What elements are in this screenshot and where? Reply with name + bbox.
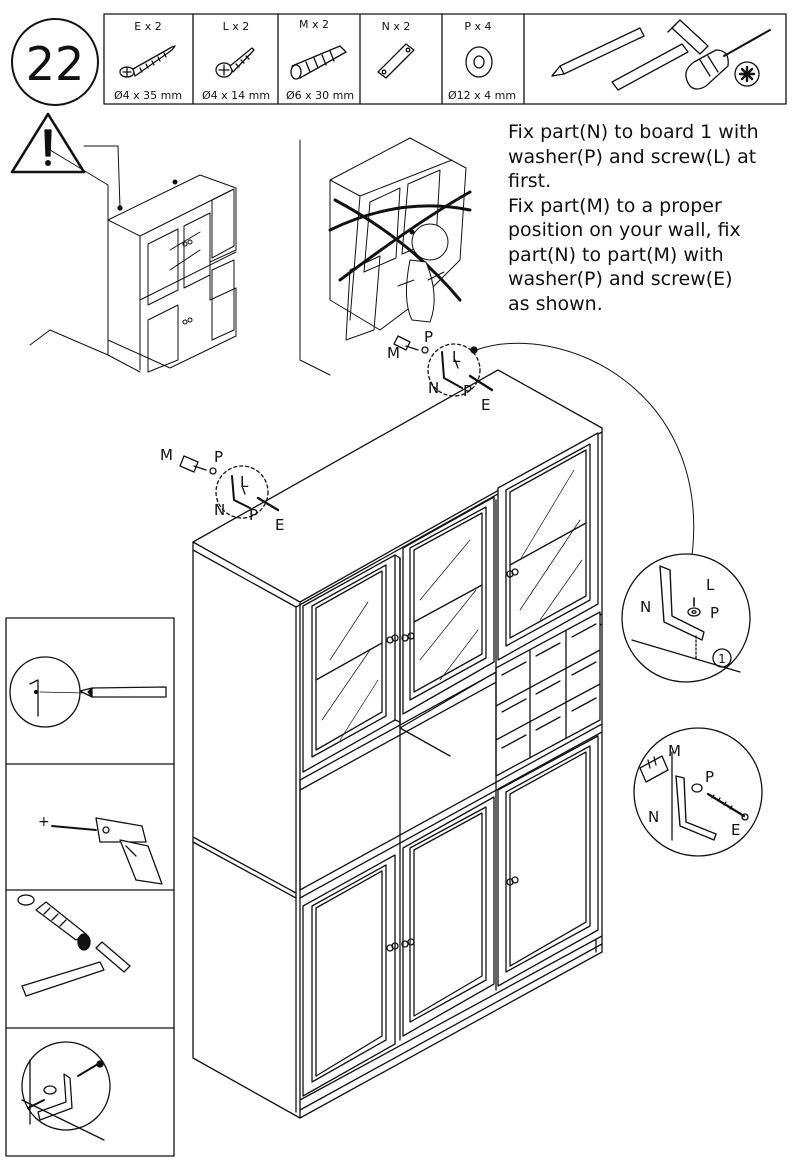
metal-strap-icon [377, 43, 415, 79]
parts-table: E x 2 Ø4 x 35 mm L x 2 Ø4 x 14 mm M x 2 [103, 13, 787, 105]
part-l-cell: L x 2 Ø4 x 14 mm [202, 20, 270, 102]
long-screw-icon [119, 45, 176, 78]
part-p-cell: P x 4 Ø12 x 4 mm [448, 20, 516, 102]
top-fixing-callout: M P L N P E [387, 328, 695, 571]
detail1-label-n: N [640, 598, 651, 616]
mini-cabinet-scene [29, 149, 237, 373]
fix-strap-step [21, 1041, 111, 1141]
left-label-m: M [160, 446, 173, 464]
detail-circle-strap-to-board: 1 N L P [621, 553, 751, 683]
top-label-l: L [452, 348, 461, 366]
part-l-size: Ø4 x 14 mm [202, 89, 270, 102]
detail1-board-number: 1 [718, 652, 726, 666]
drill-hole-step: + [38, 814, 163, 885]
instruction-line: washer(P) and screw(E) [508, 268, 733, 290]
insert-wall-plug-step [17, 894, 131, 997]
detail2-label-m: M [668, 742, 681, 760]
part-p-size: Ø12 x 4 mm [448, 89, 516, 102]
instruction-line: position on your wall, fix [508, 219, 741, 241]
short-screw-icon [215, 47, 255, 78]
left-fixing-callout: M P L N P E [160, 446, 284, 534]
warning-triangle-icon [10, 112, 123, 211]
left-label-e: E [275, 516, 284, 534]
part-m-code: M x 2 [299, 18, 329, 31]
main-cabinet [192, 369, 603, 1119]
upper-middle-glass-door [401, 496, 495, 715]
detail-circle-strap-to-wall: M P N E [633, 727, 763, 857]
mini-falling-cabinet-scene [299, 137, 472, 376]
hammer-icon [611, 19, 709, 91]
instruction-line: part(N) to part(M) with [508, 243, 724, 266]
svg-text:+: + [38, 814, 50, 830]
mark-wall-step [9, 656, 167, 728]
top-label-m: M [387, 344, 400, 362]
left-label-n: N [214, 501, 225, 519]
left-label-p: P [214, 448, 223, 466]
instruction-text: Fix part(N) to board 1 with washer(P) an… [508, 120, 798, 316]
instruction-line: first. [508, 170, 552, 192]
top-label-n: N [428, 379, 439, 397]
upper-right-glass-door [497, 432, 599, 661]
detail2-label-n: N [648, 808, 659, 826]
instruction-line: washer(P) and screw(L) at [508, 145, 757, 168]
part-e-cell: E x 2 Ø4 x 35 mm [114, 20, 182, 102]
part-n-cell: N x 2 [377, 20, 415, 79]
upper-left-glass-door [302, 554, 401, 773]
lower-right-door [497, 735, 599, 987]
lower-middle-door [401, 796, 495, 1037]
part-e-size: Ø4 x 35 mm [114, 89, 182, 102]
side-steps-panel: + [5, 617, 175, 1157]
step-number: 22 [26, 37, 85, 91]
instruction-line: Fix part(M) to a proper [508, 194, 722, 217]
washer-icon [465, 46, 493, 78]
instruction-line: Fix part(N) to board 1 with [508, 121, 759, 143]
part-n-code: N x 2 [382, 20, 411, 33]
detail1-label-l: L [706, 576, 715, 594]
pencil-icon [551, 27, 645, 77]
part-p-code: P x 4 [464, 20, 491, 33]
wall-plug-icon [290, 45, 347, 80]
detail2-label-p: P [705, 768, 714, 786]
phillips-screwdriver-icon [685, 29, 771, 90]
tools-cell [551, 19, 771, 91]
top-label-p: P [424, 328, 433, 346]
left-label-p2: P [249, 506, 258, 524]
left-label-l: L [240, 473, 249, 491]
instruction-line: as shown. [508, 292, 603, 315]
part-e-code: E x 2 [134, 20, 161, 33]
top-label-e: E [481, 396, 490, 414]
step-number-badge: 22 [11, 18, 99, 106]
lower-left-door [302, 854, 399, 1097]
top-label-p2: P [463, 382, 472, 400]
wine-rack [495, 611, 601, 777]
part-m-cell: M x 2 Ø6 x 30 mm [286, 18, 354, 102]
part-l-code: L x 2 [223, 20, 250, 33]
detail1-label-p: P [710, 604, 719, 622]
detail2-label-e: E [731, 821, 740, 839]
part-m-size: Ø6 x 30 mm [286, 89, 354, 102]
